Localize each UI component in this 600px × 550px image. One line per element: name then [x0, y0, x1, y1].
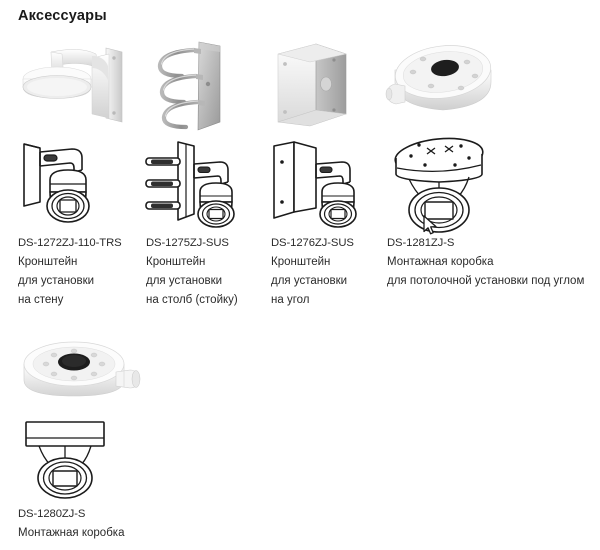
wall-mount-bracket-icon — [22, 47, 123, 123]
inclined-junction-box-turret-camera-icon — [394, 137, 484, 233]
product-desc-line: на столб (стойку) — [146, 294, 238, 306]
junction-box-icon — [23, 341, 141, 397]
wall-mount-bracket-photo — [14, 34, 134, 134]
inclined-junction-box-icon — [385, 45, 492, 111]
product-photo-cell-1 — [14, 34, 134, 134]
product-photo-cell-5 — [12, 334, 141, 434]
inclined-junction-box-with-turret-camera-drawing — [381, 132, 511, 233]
pole-bracket-dome-camera-icon — [145, 141, 235, 228]
pole-bracket-with-dome-camera-drawing — [142, 136, 262, 236]
pole-mount-bracket-photo — [142, 32, 262, 132]
product-desc-line: для установки — [146, 275, 223, 287]
product-drawing-cell-4 — [381, 132, 511, 235]
product-caption-4: DS-1281ZJ-S Монтажная коробка для потоло… — [387, 234, 584, 291]
product-caption-5: DS-1280ZJ-S Монтажная коробка — [18, 505, 124, 543]
product-photo-cell-4 — [383, 32, 503, 132]
corner-bracket-with-dome-camera-drawing — [266, 136, 386, 236]
product-desc-line: Монтажная коробка — [18, 527, 125, 539]
corner-mount-bracket-icon — [277, 43, 347, 127]
product-drawing-cell-5 — [14, 416, 134, 516]
product-sku: DS-1276ZJ-SUS — [271, 237, 354, 249]
product-desc-line: Кронштейн — [271, 256, 331, 268]
inclined-ceiling-junction-box-photo — [383, 32, 503, 132]
product-drawing-cell-1 — [14, 136, 134, 236]
product-desc-line: для установки — [18, 275, 95, 287]
product-drawing-cell-3 — [266, 136, 386, 236]
wall-bracket-with-dome-camera-drawing — [14, 136, 134, 236]
junction-box-turret-camera-icon — [25, 421, 105, 499]
junction-box-photo — [12, 334, 141, 434]
product-caption-1: DS-1272ZJ-110-TRS Кронштейн для установк… — [18, 234, 122, 310]
junction-box-with-turret-camera-drawing — [14, 416, 134, 516]
product-photo-cell-2 — [142, 32, 262, 132]
product-sku: DS-1275ZJ-SUS — [146, 237, 229, 249]
product-desc-line: на угол — [271, 294, 310, 306]
product-photo-cell-3 — [266, 32, 386, 132]
wall-bracket-dome-camera-icon — [23, 143, 90, 223]
corner-mount-bracket-photo — [266, 32, 386, 132]
product-desc-line: для установки — [271, 275, 348, 287]
product-sku: DS-1280ZJ-S — [18, 508, 86, 520]
product-caption-2: DS-1275ZJ-SUS Кронштейн для установки на… — [146, 234, 238, 310]
product-desc-line: для потолочной установки под углом — [387, 275, 585, 287]
product-caption-3: DS-1276ZJ-SUS Кронштейн для установки на… — [271, 234, 354, 310]
product-desc-line: Кронштейн — [18, 256, 78, 268]
product-desc-line: Кронштейн — [146, 256, 206, 268]
product-drawing-cell-2 — [142, 136, 262, 236]
product-sku: DS-1272ZJ-110-TRS — [18, 237, 122, 249]
product-desc-line: Монтажная коробка — [387, 256, 494, 268]
pole-mount-bracket-icon — [157, 41, 221, 131]
product-sku: DS-1281ZJ-S — [387, 237, 455, 249]
page-title: Аксессуары — [18, 8, 107, 24]
product-desc-line: на стену — [18, 294, 64, 306]
corner-bracket-dome-camera-icon — [273, 141, 357, 228]
